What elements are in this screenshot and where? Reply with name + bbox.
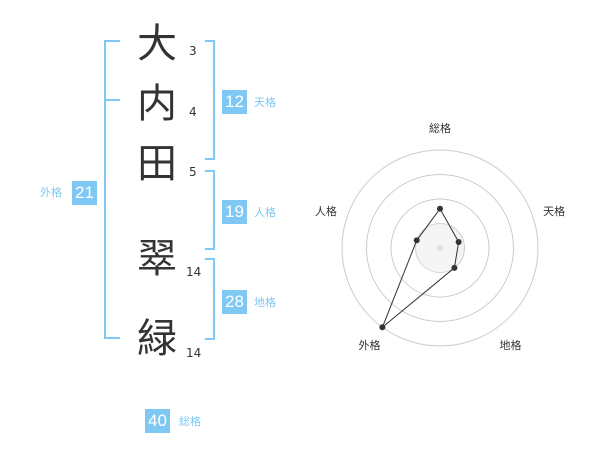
soukaku-label: 総格 — [179, 415, 201, 428]
radar-ring-3 — [366, 174, 514, 322]
tenkaku-bracket-top — [205, 40, 215, 42]
stroke-count-2: 4 — [189, 105, 197, 119]
chikaku-label: 地格 — [254, 296, 276, 309]
tenkaku-label: 天格 — [254, 96, 276, 109]
jinkaku-label: 人格 — [254, 206, 276, 219]
radar-series-polygon — [381, 207, 460, 328]
tenkaku-badge: 12 — [222, 90, 247, 114]
radar-axis-label-1: 総格 — [429, 121, 451, 135]
name-char-1: 大 — [137, 21, 177, 67]
radar-point-3 — [451, 264, 458, 271]
radar-axis-label-5: 人格 — [315, 204, 337, 218]
gaikaku-bracket-top — [104, 40, 120, 42]
tenkaku-bracket-line — [213, 40, 215, 160]
gaikaku-bracket-mid — [104, 99, 120, 101]
chikaku-bracket-bottom — [205, 338, 215, 340]
gaikaku-bracket-bottom — [104, 337, 120, 339]
chikaku-bracket-top — [205, 258, 215, 260]
tenkaku-bracket-bottom — [205, 158, 215, 160]
radar-axis-label-2: 天格 — [543, 204, 565, 218]
soukaku-badge: 40 — [145, 409, 170, 433]
radar-ring-2 — [390, 198, 490, 298]
radar-axis-label-4: 外格 — [358, 338, 380, 352]
jinkaku-bracket-line — [213, 170, 215, 250]
jinkaku-bracket-top — [205, 170, 215, 172]
radar-ring-4 — [341, 149, 539, 347]
radar-center — [437, 245, 443, 251]
gaikaku-label: 外格 — [40, 186, 62, 199]
radar-point-4 — [379, 324, 386, 331]
name-char-5: 緑 — [137, 316, 177, 362]
gaikaku-badge: 21 — [72, 181, 97, 205]
radar-point-1 — [437, 205, 443, 212]
stroke-count-4: 14 — [186, 265, 202, 279]
jinkaku-badge: 19 — [222, 200, 247, 224]
name-char-4: 翠 — [137, 236, 177, 282]
name-char-2: 内 — [137, 81, 177, 127]
name-char-3: 田 — [137, 141, 177, 187]
stroke-count-3: 5 — [189, 165, 197, 179]
chikaku-badge: 28 — [222, 290, 247, 314]
chikaku-bracket-line — [213, 258, 215, 340]
radar-point-2 — [455, 238, 462, 245]
stroke-count-1: 3 — [189, 44, 197, 58]
stroke-count-5: 14 — [186, 346, 202, 360]
radar-point-5 — [413, 237, 420, 244]
jinkaku-bracket-bottom — [205, 248, 215, 250]
gaikaku-bracket-line — [104, 40, 106, 339]
radar-axis-label-3: 地格 — [500, 338, 522, 352]
